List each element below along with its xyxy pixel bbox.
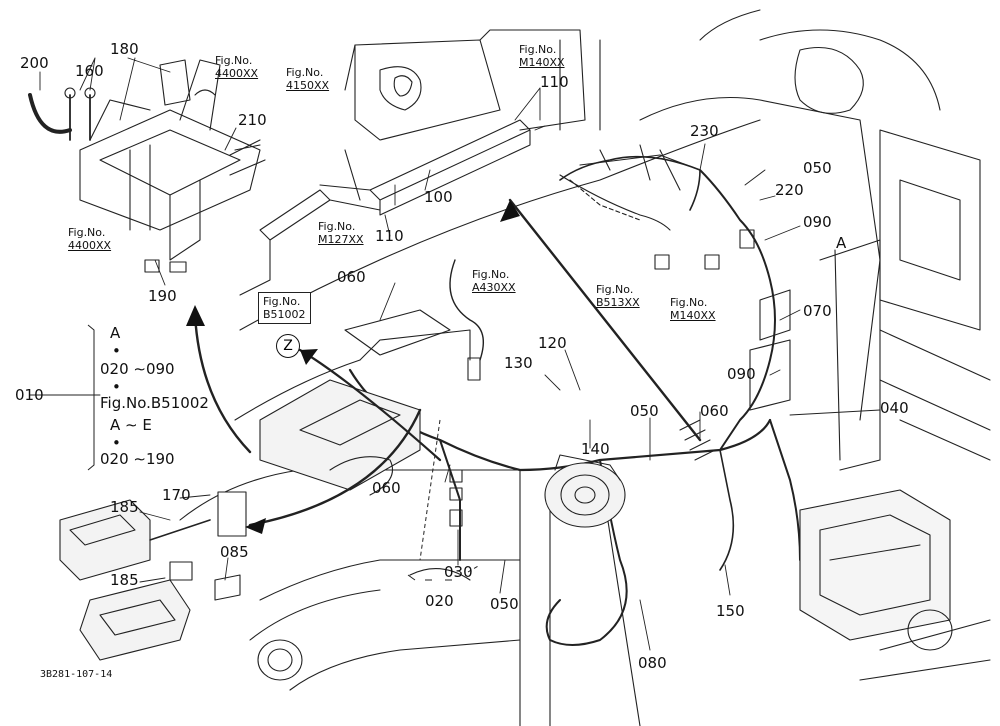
fig-ref-4400xx-left: Fig.No.4400XX <box>68 226 112 252</box>
part-number-060-b: 060 <box>700 402 729 420</box>
part-number-060-c: 060 <box>372 479 401 497</box>
fig-ref-b513xx: Fig.No.B513XX <box>596 283 640 309</box>
part-number-020: 020 <box>425 592 454 610</box>
part-number-140: 140 <box>581 440 610 458</box>
part-number-120: 120 <box>538 334 567 352</box>
part-number-070: 070 <box>803 302 832 320</box>
part-number-185-b: 185 <box>110 571 139 589</box>
part-number-030: 030 <box>444 563 473 581</box>
part-number-150: 150 <box>716 602 745 620</box>
part-number-170: 170 <box>162 486 191 504</box>
part-number-220: 220 <box>775 181 804 199</box>
legend-line-3: 020 ∼090 <box>100 360 175 378</box>
fig-ref-m127xx: Fig.No.M127XX <box>318 220 364 246</box>
fig-ref-4150xx: Fig.No.4150XX <box>286 66 330 92</box>
legend-line-1: A <box>110 324 121 342</box>
legend-line-6: A ∼ E <box>110 416 152 434</box>
part-number-080: 080 <box>638 654 667 672</box>
part-number-190: 190 <box>148 287 177 305</box>
part-number-050-a: 050 <box>803 159 832 177</box>
legend-line-5: Fig.No.B51002 <box>100 394 209 412</box>
fig-ref-b51002-box: Fig.No.B51002 <box>258 292 311 324</box>
fig-ref-4400xx-top: Fig.No.4400XX <box>215 54 259 80</box>
fig-ref-a430xx: Fig.No.A430XX <box>472 268 516 294</box>
fig-ref-m140xx-right: Fig.No.M140XX <box>670 296 716 322</box>
part-number-210: 210 <box>238 111 267 129</box>
part-number-050-c: 050 <box>490 595 519 613</box>
view-a-marker: A <box>836 234 847 252</box>
part-number-185-a: 185 <box>110 498 139 516</box>
view-z-marker: Z <box>276 334 300 358</box>
part-number-040: 040 <box>880 399 909 417</box>
fig-ref-m140xx-top: Fig.No.M140XX <box>519 43 565 69</box>
part-number-085: 085 <box>220 543 249 561</box>
part-number-110-a: 110 <box>540 73 569 91</box>
part-number-090-b: 090 <box>727 365 756 383</box>
legend-line-7: • <box>112 434 121 452</box>
part-number-050-b: 050 <box>630 402 659 420</box>
part-number-160: 160 <box>75 62 104 80</box>
part-number-200: 200 <box>20 54 49 72</box>
legend-line-2: • <box>112 342 121 360</box>
legend-line-8: 020 ∼190 <box>100 450 175 468</box>
legend-line-4: • <box>112 378 121 396</box>
part-number-060-a: 060 <box>337 268 366 286</box>
drawing-code: 3B281-107-14 <box>40 669 113 680</box>
part-number-100: 100 <box>424 188 453 206</box>
part-number-110-b: 110 <box>375 227 404 245</box>
part-number-230: 230 <box>690 122 719 140</box>
part-number-010: 010 <box>15 386 44 404</box>
part-number-090-a: 090 <box>803 213 832 231</box>
part-number-130: 130 <box>504 354 533 372</box>
part-number-180: 180 <box>110 40 139 58</box>
